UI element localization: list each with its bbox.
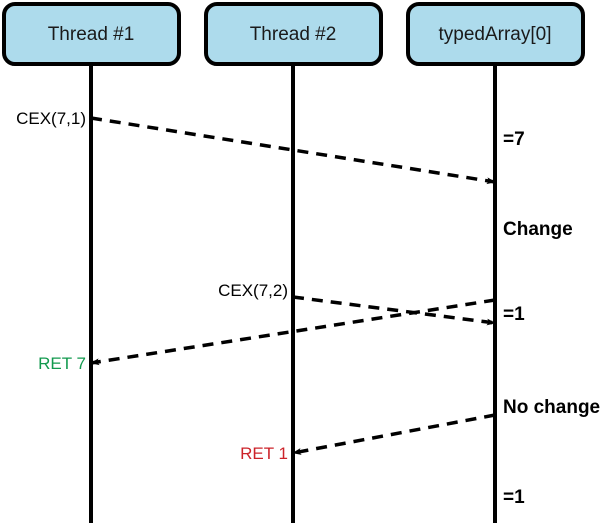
annotation-value-7: =7 [503,129,525,150]
participant-box-thread2-rect [204,2,383,66]
annotation-note-change: Change [503,219,573,240]
message-arrow-ret1 [292,413,496,455]
message-ret7: RET 7 [38,298,496,373]
message-label-ret1: RET 1 [240,444,288,463]
participant-box-thread1-rect [2,2,181,66]
message-arrow-cex72 [292,295,496,326]
lifelines [89,65,497,523]
participant-label-typedarray: typedArray[0] [439,24,552,45]
participant-box-thread1[interactable]: Thread #1 [2,2,181,66]
participant-label-thread1: Thread #1 [48,24,135,45]
participant-label-thread2: Thread #2 [250,24,337,45]
message-label-ret7: RET 7 [38,354,86,373]
participant-box-typedarray[interactable]: typedArray[0] [406,2,585,66]
message-ret1: RET 1 [240,413,496,463]
participant-box-typedarray-rect [406,2,585,66]
participant-box-thread2[interactable]: Thread #2 [204,2,383,66]
message-label-cex72: CEX(7,2) [218,281,288,300]
annotation-note-no-change: No change [503,397,600,418]
annotation-value-1-bottom: =1 [503,487,525,508]
message-cex71: CEX(7,1) [16,109,496,185]
annotation-value-1-mid: =1 [503,304,525,325]
message-label-cex71: CEX(7,1) [16,109,86,128]
message-cex72: CEX(7,2) [218,281,496,326]
